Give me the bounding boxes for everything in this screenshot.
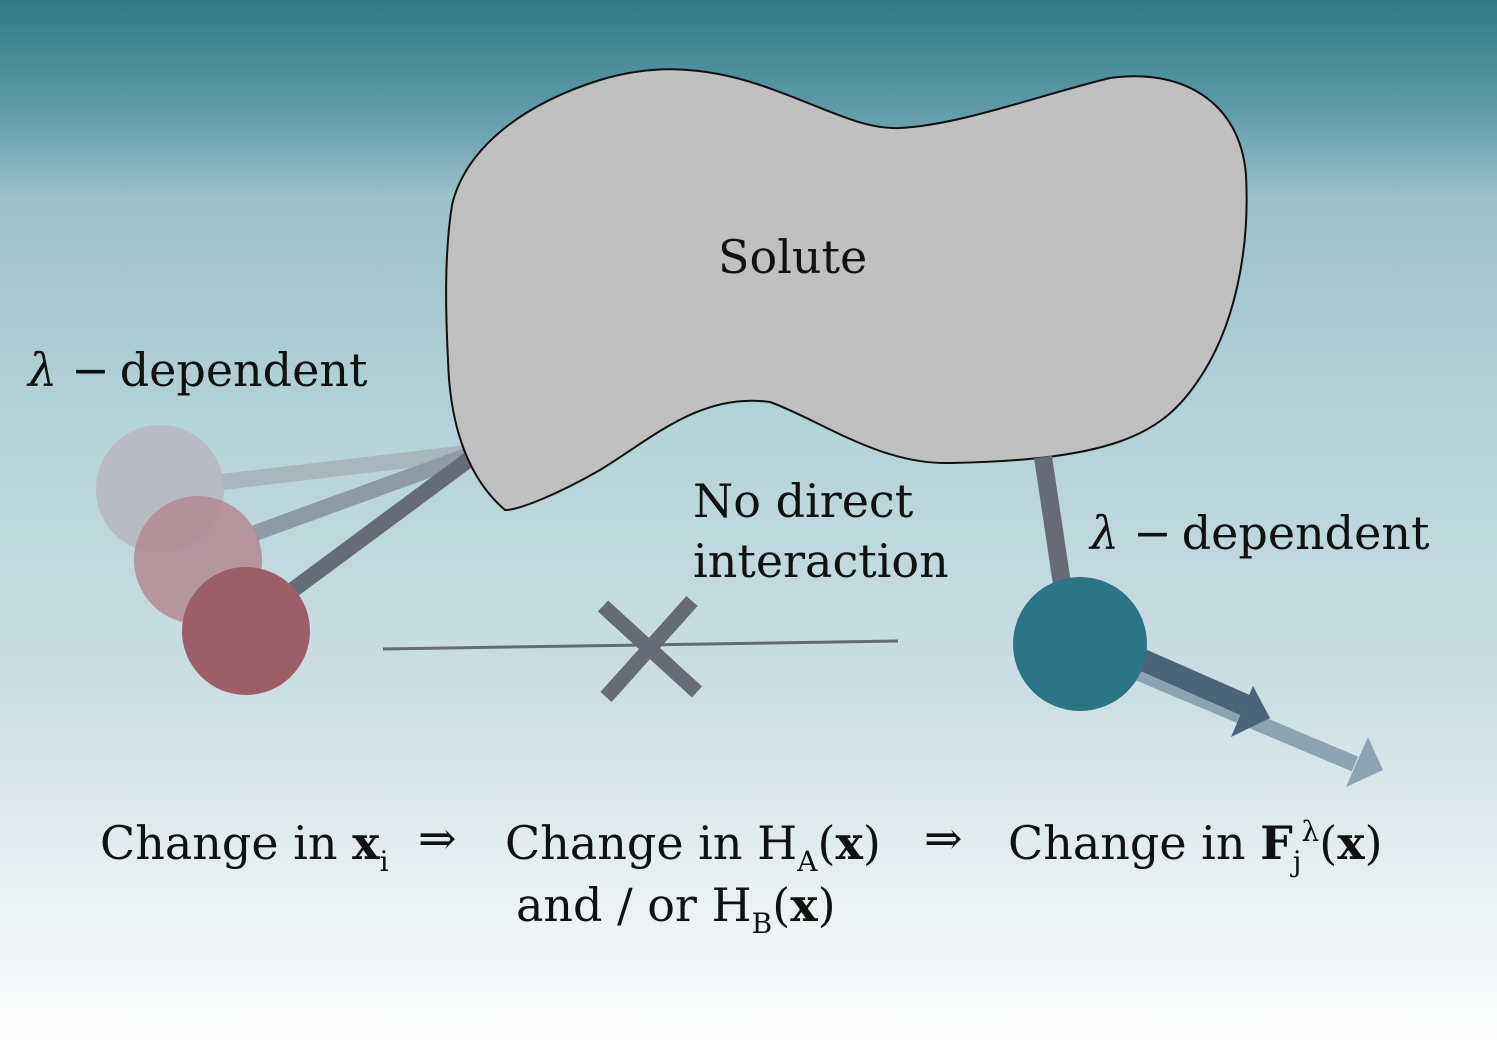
eq3-open: (	[1319, 816, 1338, 870]
no-interaction-line2: interaction	[693, 534, 949, 588]
dash: −	[1133, 506, 1172, 560]
eq1-text: Change in	[100, 816, 353, 870]
eq2b-close: )	[817, 878, 836, 932]
eq2b-sub: B	[751, 907, 773, 940]
eq3-close: )	[1364, 816, 1383, 870]
implies-arrow-1: ⇒	[418, 811, 457, 865]
atom-i	[182, 567, 310, 695]
eq2b-var: x	[790, 878, 818, 932]
bond-state-2	[252, 446, 475, 541]
eq2-var: x	[835, 816, 863, 870]
eq1-var: x	[352, 816, 380, 870]
dependent-text: dependent	[1181, 506, 1430, 560]
bond-right	[1034, 455, 1071, 586]
bond-state-1	[221, 444, 476, 490]
lambda-symbol: λ	[1090, 506, 1120, 560]
dependent-text: dependent	[119, 343, 368, 397]
eq2-sub: A	[797, 845, 818, 878]
cross-icon	[597, 595, 703, 703]
eq2-open: (	[817, 816, 836, 870]
atom-j	[1013, 577, 1147, 711]
bond-state-3	[285, 448, 480, 599]
eq3-text: Change in	[1008, 816, 1261, 870]
equation-part-2b: and / or HB(x)	[516, 882, 836, 938]
force-arrow-new	[1116, 657, 1383, 787]
eq3-sup: λ	[1301, 815, 1320, 848]
solute-label: Solute	[718, 230, 868, 284]
eq3-var2: x	[1337, 816, 1365, 870]
eq3-sub: j	[1292, 845, 1302, 878]
eq2-close: )	[862, 816, 881, 870]
implies-arrow-2: ⇒	[924, 811, 963, 865]
equation-part-1: Change in xi	[100, 820, 389, 876]
eq2-text: Change in H	[505, 816, 798, 870]
no-interaction-line1: No direct	[693, 474, 914, 528]
eq2b-text: and / or H	[516, 878, 752, 932]
equation-part-2: Change in HA(x)	[505, 820, 881, 876]
lambda-symbol: λ	[28, 343, 58, 397]
right-lambda-label: λ−dependent	[1090, 510, 1429, 556]
equation-part-3: Change in Fjλ(x)	[1008, 818, 1383, 876]
eq1-sub: i	[379, 845, 389, 878]
eq2b-open: (	[772, 878, 791, 932]
solute-shape	[445, 68, 1248, 512]
eq3-var: F	[1260, 816, 1293, 870]
left-lambda-label: λ−dependent	[28, 347, 367, 393]
dash: −	[71, 343, 110, 397]
